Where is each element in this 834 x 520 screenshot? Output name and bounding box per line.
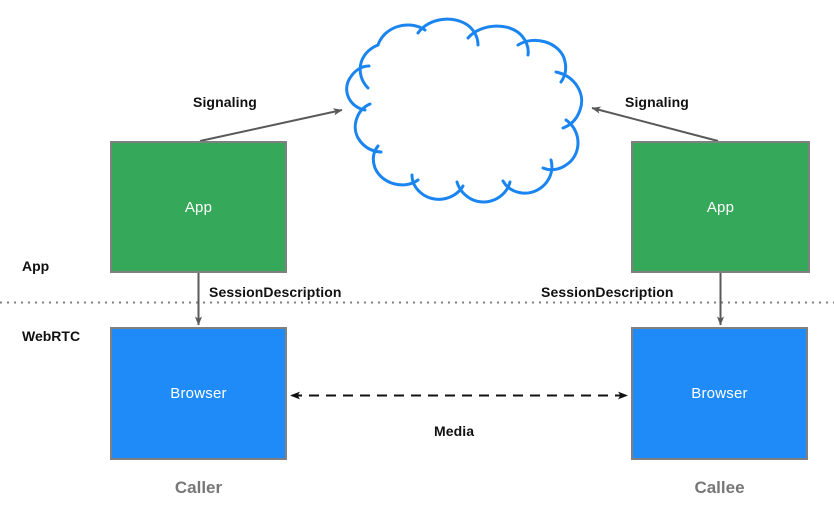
layer-label-webrtc: WebRTC: [22, 328, 81, 344]
edge-label-caller-sessiondescription: SessionDescription: [209, 284, 342, 300]
signaling-cloud-icon: [345, 17, 583, 204]
edge-caller-signaling: [199, 108, 343, 142]
edge-label-media: Media: [434, 423, 475, 439]
edge-label-callee-signaling: Signaling: [625, 94, 689, 110]
edge-label-callee-sessiondescription: SessionDescription: [541, 284, 674, 300]
node-caller-app[interactable]: App: [110, 141, 287, 273]
node-callee-app-label: App: [706, 198, 735, 216]
node-caller-browser[interactable]: Browser: [110, 327, 287, 460]
node-caller-browser-label: Browser: [170, 385, 227, 402]
node-callee-browser[interactable]: Browser: [631, 327, 808, 460]
role-label-callee: Callee: [694, 478, 745, 497]
node-callee-app[interactable]: App: [631, 141, 810, 273]
role-label-caller: Caller: [174, 478, 223, 497]
layer-label-app: App: [22, 258, 50, 274]
edge-callee-signaling: [591, 106, 719, 142]
edge-label-caller-signaling: Signaling: [193, 94, 257, 110]
node-caller-app-label: App: [184, 198, 213, 216]
node-callee-browser-label: Browser: [691, 385, 748, 402]
